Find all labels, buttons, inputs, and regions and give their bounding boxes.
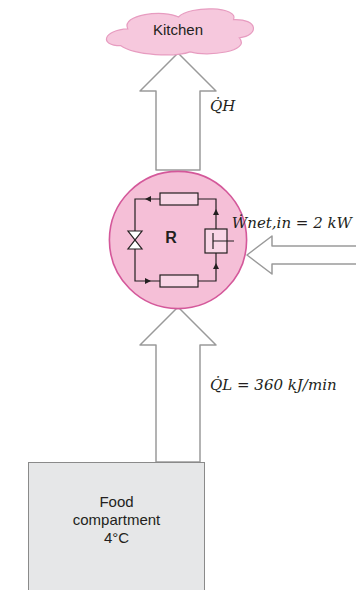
food-compartment-box: Food compartment4°C (28, 462, 205, 590)
node-text: Kitchen (153, 21, 203, 39)
heat-rate-label: Q̇L = 360 kJ/min (210, 376, 337, 394)
node-text: Food compartment (67, 493, 167, 529)
heat-flow-arrow (140, 53, 216, 170)
cloud-outline (106, 9, 253, 55)
temperature-text: 4°C (104, 529, 129, 547)
work-input-arrow (247, 236, 356, 274)
refrigerator-circle: R (108, 170, 248, 310)
circle-outline (109, 171, 246, 308)
heat-flow-arrow (140, 307, 216, 462)
node-text: R (165, 229, 177, 247)
work-input-label: Ẇnet,in = 2 kW (232, 214, 352, 232)
kitchen-cloud: Kitchen (106, 4, 251, 56)
circle-shape (108, 170, 248, 310)
heat-rate-label: Q̇H (210, 97, 235, 115)
